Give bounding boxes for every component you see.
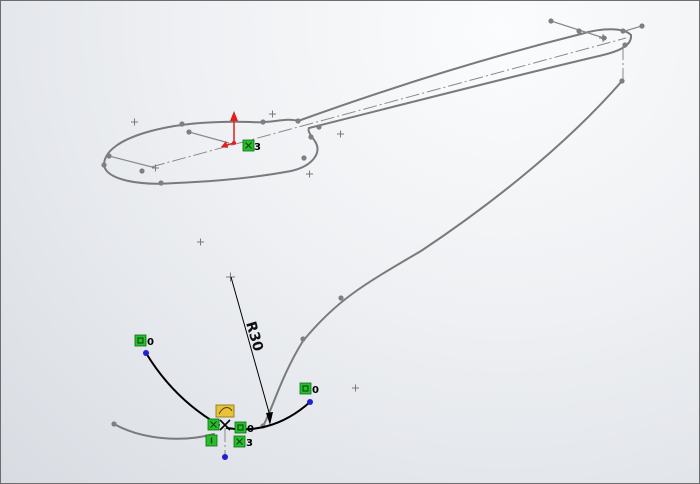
center-marker [269,110,276,118]
center-marker [152,164,159,172]
handle-top-edge[interactable] [297,28,632,122]
handle-bottom-edge[interactable] [308,34,633,129]
sketch-point[interactable] [111,421,117,427]
svg-text:3: 3 [254,142,261,153]
sketch-point[interactable] [301,155,307,161]
relation-origin[interactable]: 3 [242,139,261,153]
svg-text:0: 0 [147,337,154,348]
sketch-point[interactable] [338,295,344,301]
sketch-point[interactable] [139,168,145,174]
relation-bottom[interactable]: 3 [233,435,253,449]
origin-triad[interactable] [221,111,238,148]
relation-vertical[interactable] [205,434,218,447]
active-arc-left[interactable] [145,352,220,426]
relation-left-end[interactable]: 0 [134,334,154,348]
sketch-point[interactable] [619,78,625,84]
spoon-outline[interactable] [103,28,633,440]
cursor-cross [219,419,231,431]
sketch-point[interactable] [639,23,645,29]
sketch-point[interactable] [295,118,301,124]
relation-tangent-icon[interactable] [215,404,235,418]
relation-right-end[interactable]: 0 [299,382,319,396]
center-markers [131,34,607,392]
construction-lines [108,20,643,457]
construction-line-tip [624,25,643,32]
center-marker [306,170,313,178]
svg-text:3: 3 [246,438,253,449]
radius-dimension[interactable]: R30 [230,276,273,425]
sketch-point[interactable] [179,121,185,127]
sketch-point[interactable] [620,28,626,34]
sketch-point[interactable] [548,18,554,24]
sketch-point[interactable] [300,336,306,342]
centerline [150,37,627,168]
arc-endpoint-left[interactable] [143,350,149,356]
radius-dimension-label[interactable]: R30 [242,320,266,354]
sketch-point[interactable] [316,124,322,130]
sketch-point[interactable] [101,162,107,168]
construction-line-bowl-top [188,131,230,144]
stem-curve[interactable] [262,80,623,427]
bowl-edge[interactable] [103,118,319,185]
sketch-point[interactable] [106,153,112,159]
arc-endpoint-bottom[interactable] [222,454,228,460]
sketch-point[interactable] [186,129,192,135]
active-arc-right[interactable] [226,401,311,431]
sketch-point[interactable] [308,134,314,140]
center-marker [131,118,138,126]
center-marker [337,130,344,138]
svg-text:0: 0 [247,424,254,435]
center-marker [352,384,359,392]
sketch-point[interactable] [576,28,582,34]
svg-text:0: 0 [312,385,319,396]
sketch-points[interactable] [101,18,645,429]
relation-merge-icon[interactable] [207,418,220,431]
arc-endpoint-right[interactable] [307,399,313,405]
lower-guide-arc[interactable] [113,423,215,440]
sketch-point[interactable] [622,42,628,48]
sketch-point[interactable] [260,119,266,125]
relation-center[interactable]: 0 [234,421,254,435]
center-marker [599,34,607,42]
center-marker [197,238,204,246]
sketch-point[interactable] [158,180,164,186]
center-marker [226,272,235,282]
construction-line-bowl-left [108,155,157,169]
